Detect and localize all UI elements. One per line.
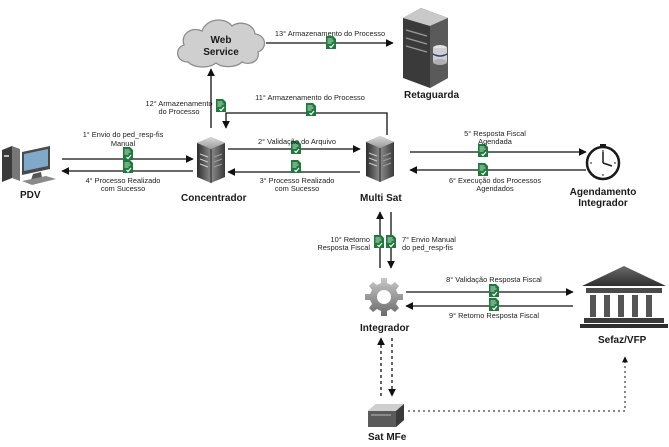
retaguarda-label: Retaguarda xyxy=(404,90,459,101)
step-labels: 1° Envio do ped_resp-fis Manual 4° Proce… xyxy=(83,29,542,320)
step-3-line2: com Sucesso xyxy=(275,184,319,193)
multisat-label: Multi Sat xyxy=(360,193,402,204)
step-1-line1: 1° Envio do ped_resp-fis xyxy=(83,130,164,139)
retaguarda-node: Retaguarda xyxy=(403,8,459,101)
arrow-multisat-to-concentrador-storage xyxy=(222,112,388,135)
dashed-satmfe-to-sefaz xyxy=(408,356,628,412)
document-check-icon xyxy=(305,102,317,117)
step-6-line1: 6° Execução dos Processos xyxy=(449,176,541,185)
step-3-line1: 3° Processo Realizado xyxy=(260,176,335,185)
webservice-label-line1: Web xyxy=(211,35,232,46)
document-check-icon xyxy=(122,146,134,161)
integrador-label: Integrador xyxy=(360,323,410,334)
step-4-line1: 4° Processo Realizado xyxy=(86,176,161,185)
webservice-node: Web Service xyxy=(177,19,266,68)
document-check-icon xyxy=(488,297,500,312)
document-check-icon xyxy=(215,98,227,113)
step-5-line1: 5° Resposta Fiscal xyxy=(464,129,526,138)
sefaz-node: Sefaz/VFP xyxy=(580,266,668,346)
step-12-line2: do Processo xyxy=(158,107,199,116)
server-icon xyxy=(196,136,226,184)
document-check-icon xyxy=(122,159,134,174)
satmfe-label: Sat MFe xyxy=(368,432,407,443)
webservice-label-line2: Service xyxy=(203,47,239,58)
pdv-label: PDV xyxy=(20,190,41,201)
step-5-line2: Agendada xyxy=(478,137,513,146)
database-server-icon xyxy=(403,8,448,88)
cloud-icon xyxy=(177,19,266,68)
integrador-node: Integrador xyxy=(360,278,410,334)
step-7-line2: do ped_resp-fis xyxy=(402,243,453,252)
document-check-icon xyxy=(290,159,302,174)
concentrador-node: Concentrador xyxy=(181,136,247,204)
step-11: 11° Armazenamento do Processo xyxy=(255,93,365,102)
agendamento-label-line2: Integrador xyxy=(578,198,628,209)
satmfe-node: Sat MFe xyxy=(368,404,407,443)
agendamento-label-line1: Agendamento xyxy=(570,187,637,198)
step-7-line1: 7° Envio Manual xyxy=(402,235,456,244)
pdv-node: PDV xyxy=(2,146,56,201)
clock-icon xyxy=(585,144,621,181)
document-check-icon xyxy=(373,234,385,249)
step-10-line1: 10° Retorno xyxy=(330,235,370,244)
step-2: 2° Validação do Arquivo xyxy=(258,137,336,146)
concentrador-label: Concentrador xyxy=(181,193,247,204)
step-4-line2: com Sucesso xyxy=(101,184,145,193)
step-9: 9° Retorno Resposta Fiscal xyxy=(449,311,539,320)
bank-icon xyxy=(580,266,668,328)
multisat-node: Multi Sat xyxy=(360,135,402,204)
step-8: 8° Validação Resposta Fiscal xyxy=(446,275,542,284)
document-check-icon xyxy=(385,234,397,249)
step-12-line1: 12° Armazenamento xyxy=(145,99,212,108)
computer-icon xyxy=(2,146,56,185)
server-icon xyxy=(365,135,395,183)
gear-icon xyxy=(365,278,403,316)
step-13: 13° Armazenamento do Processo xyxy=(275,29,385,38)
sat-device-icon xyxy=(368,404,404,427)
step-10-line2: Resposta Fiscal xyxy=(317,243,370,252)
document-check-icon xyxy=(488,283,500,298)
step-1-line2: Manual xyxy=(111,139,136,148)
sefaz-label: Sefaz/VFP xyxy=(598,335,647,346)
document-check-icon xyxy=(477,162,489,177)
step-6-line2: Agendados xyxy=(476,184,514,193)
agendamento-node: Agendamento Integrador xyxy=(570,144,637,209)
